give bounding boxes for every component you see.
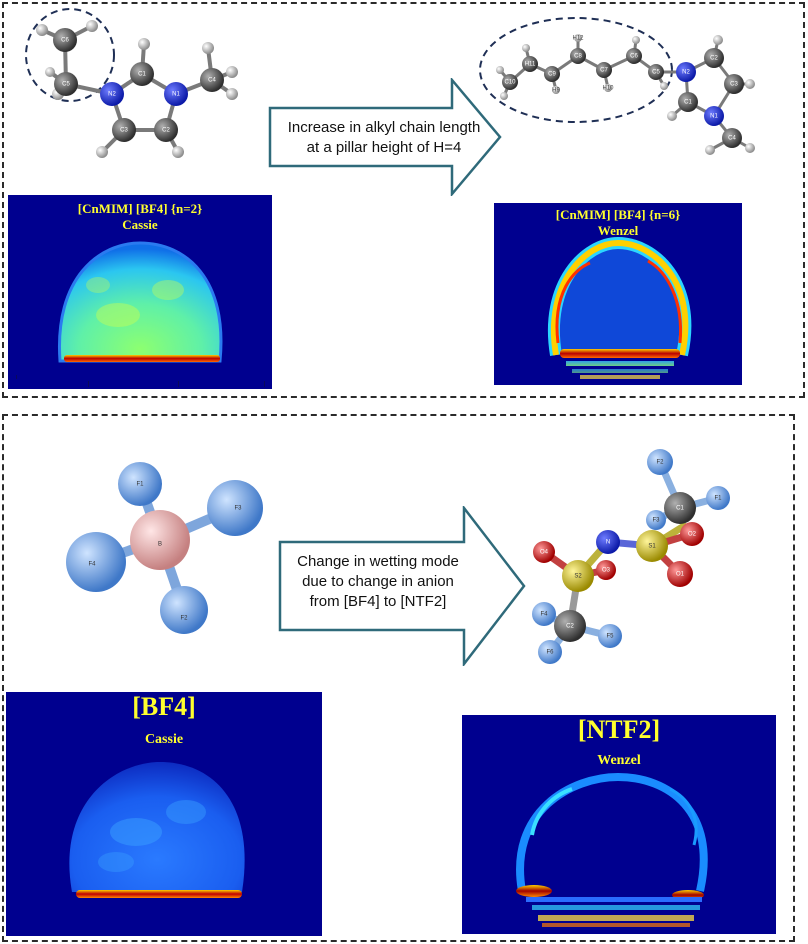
svg-text:C4: C4 bbox=[208, 78, 216, 84]
svg-text:C4: C4 bbox=[728, 136, 736, 142]
map-title-top-left: [CnMIM] [BF4] {n=2} bbox=[77, 201, 203, 216]
heatmap-bottom-left: [BF4] Cassie bbox=[6, 692, 322, 936]
svg-text:C9: C9 bbox=[548, 72, 556, 78]
hmim-molecule: C10 C9 C8 C7 C6 C5 H11 H12 H10 H9 N2 C2 … bbox=[479, 17, 755, 155]
top-panel bbox=[2, 2, 805, 398]
highlight-ellipse bbox=[25, 8, 115, 102]
svg-text:F4: F4 bbox=[540, 612, 548, 618]
map-mode-top-right: Wenzel bbox=[597, 223, 639, 238]
svg-text:S1: S1 bbox=[648, 544, 656, 550]
svg-text:O2: O2 bbox=[688, 532, 697, 538]
svg-text:F3: F3 bbox=[234, 506, 242, 512]
svg-text:F3: F3 bbox=[652, 518, 660, 524]
map-mode-bottom-left: Cassie bbox=[144, 732, 184, 747]
chain-highlight-ellipse bbox=[479, 17, 673, 123]
svg-text:C5: C5 bbox=[62, 82, 70, 88]
ntf2-molecule: F2 F1 F3 C1 O4 N S1 O2 O1 O3 S2 C2 F4 F6… bbox=[532, 449, 730, 664]
svg-text:N2: N2 bbox=[682, 70, 690, 76]
svg-text:N1: N1 bbox=[710, 114, 718, 120]
bottom-arrow-line2: due to change in anion bbox=[302, 573, 454, 590]
top-arrow-text: Increase in alkyl chain length at a pill… bbox=[270, 118, 498, 158]
bf4-molecule: F1 F3 F2 B F4 bbox=[66, 462, 263, 634]
svg-text:F6: F6 bbox=[546, 650, 554, 656]
heatmap-top-right: [CnMIM] [BF4] {n=6} Wenzel bbox=[494, 203, 742, 385]
svg-text:F1: F1 bbox=[714, 496, 722, 502]
svg-text:F5: F5 bbox=[606, 634, 614, 640]
svg-text:C6: C6 bbox=[630, 54, 638, 60]
svg-text:H12: H12 bbox=[572, 36, 584, 42]
svg-text:C3: C3 bbox=[730, 82, 738, 88]
svg-text:C1: C1 bbox=[138, 72, 146, 78]
map-title-top-right: [CnMIM] [BF4] {n=6} bbox=[555, 207, 681, 222]
bottom-arrow-text: Change in wetting mode due to change in … bbox=[280, 552, 476, 612]
svg-text:C10: C10 bbox=[504, 80, 516, 86]
top-arrow-line1: Increase in alkyl chain length bbox=[287, 119, 481, 136]
bottom-arrow-line3: from [BF4] to [NTF2] bbox=[309, 593, 447, 610]
svg-text:C1: C1 bbox=[684, 100, 692, 106]
heatmap-bottom-right: [NTF2] Wenzel bbox=[462, 715, 776, 934]
heatmap-top-left: [CnMIM] [BF4] {n=2} Cassie bbox=[8, 195, 272, 389]
bottom-arrow bbox=[278, 506, 526, 666]
svg-text:C1: C1 bbox=[676, 506, 684, 512]
svg-text:O4: O4 bbox=[540, 550, 549, 556]
svg-text:N: N bbox=[606, 540, 610, 546]
svg-text:C5: C5 bbox=[652, 70, 660, 76]
svg-text:F2: F2 bbox=[656, 460, 664, 466]
svg-text:N1: N1 bbox=[172, 92, 180, 98]
svg-text:C2: C2 bbox=[566, 624, 574, 630]
svg-text:C6: C6 bbox=[61, 38, 69, 44]
map-title-bottom-left: [BF4] bbox=[132, 692, 196, 721]
top-arrow-line2: at a pillar height of H=4 bbox=[306, 139, 462, 156]
bottom-arrow-line1: Change in wetting mode bbox=[297, 553, 459, 570]
svg-text:H11: H11 bbox=[525, 62, 536, 68]
svg-text:F4: F4 bbox=[88, 562, 96, 568]
svg-text:C8: C8 bbox=[574, 54, 582, 60]
svg-text:H9: H9 bbox=[552, 88, 560, 94]
bottom-panel bbox=[2, 414, 795, 942]
svg-text:B: B bbox=[158, 542, 162, 548]
svg-text:C7: C7 bbox=[600, 68, 608, 74]
svg-text:F1: F1 bbox=[136, 482, 144, 488]
svg-text:C2: C2 bbox=[710, 56, 718, 62]
map-mode-bottom-right: Wenzel bbox=[597, 753, 641, 768]
svg-text:N2: N2 bbox=[108, 92, 116, 98]
emim-molecule: C6 C5 N2 C1 N1 C3 C2 C4 bbox=[25, 8, 238, 158]
svg-text:C3: C3 bbox=[120, 128, 128, 134]
map-title-bottom-right: [NTF2] bbox=[577, 715, 661, 744]
svg-text:O1: O1 bbox=[676, 572, 685, 578]
map-mode-top-left: Cassie bbox=[122, 217, 158, 232]
svg-text:F2: F2 bbox=[180, 616, 188, 622]
svg-text:H10: H10 bbox=[602, 86, 614, 92]
svg-text:S2: S2 bbox=[574, 574, 582, 580]
top-arrow bbox=[268, 78, 502, 196]
svg-text:C2: C2 bbox=[162, 128, 170, 134]
svg-text:O3: O3 bbox=[602, 568, 611, 574]
